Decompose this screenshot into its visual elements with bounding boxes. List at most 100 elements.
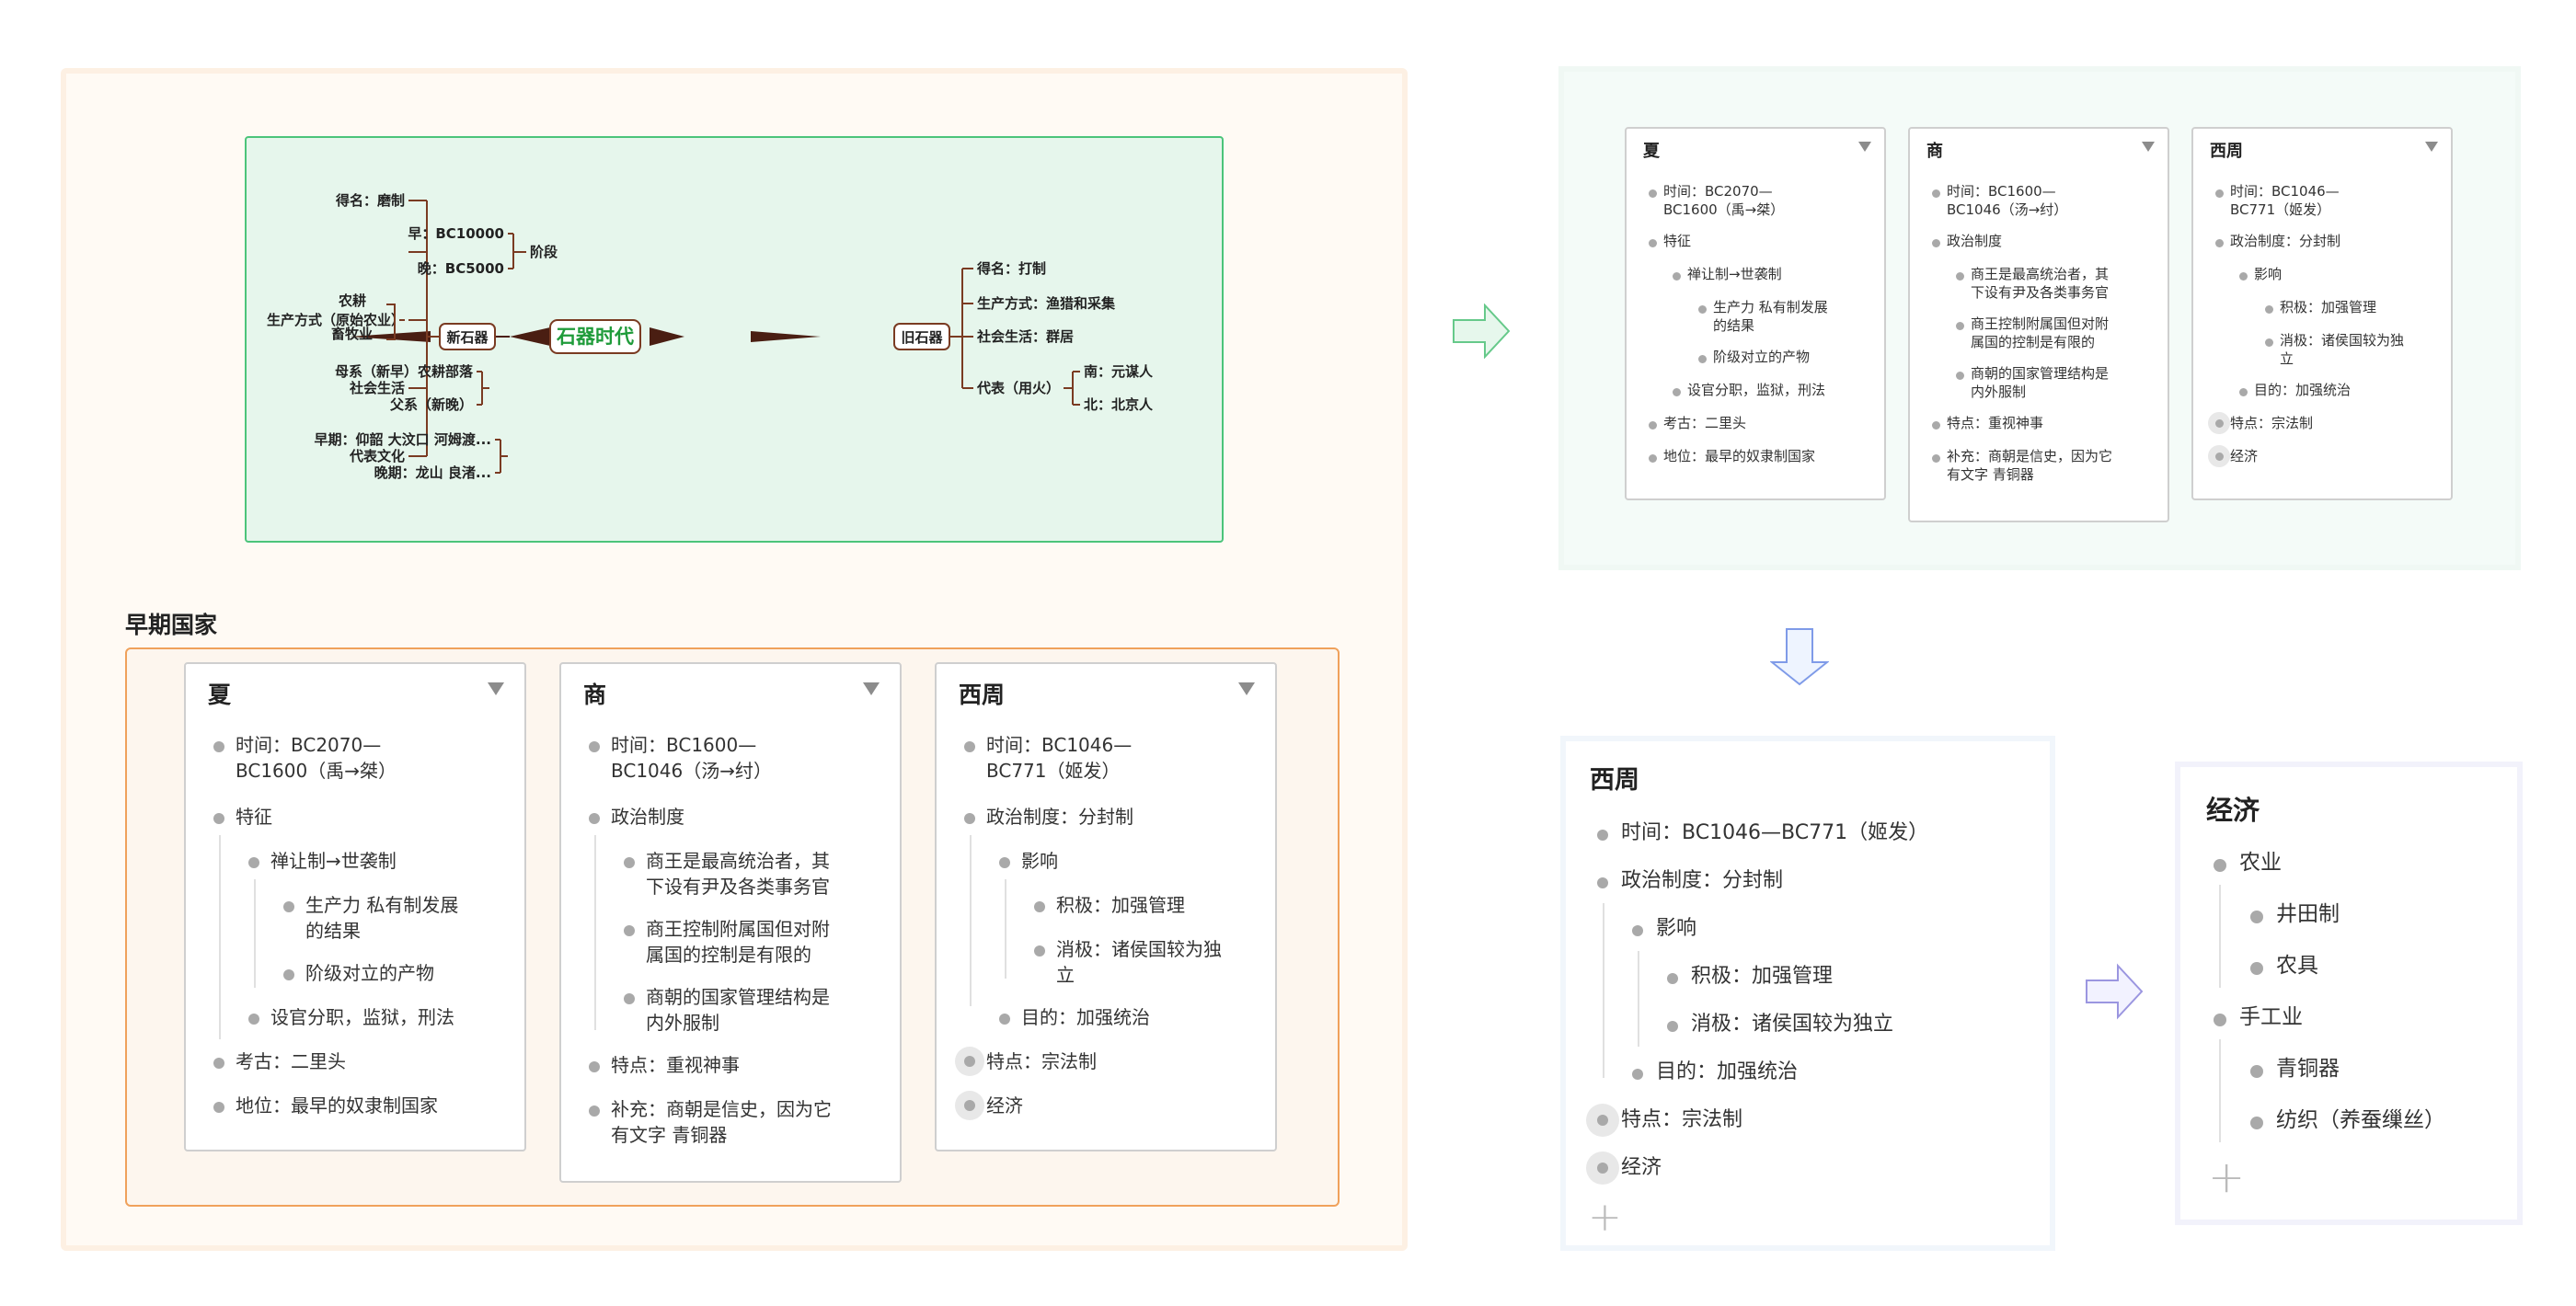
- mini-zhou-purpose: 目的：加强统治: [2254, 382, 2352, 398]
- shang-supp: 补充：商朝是信史，因为它: [611, 1098, 832, 1120]
- bullet-icon: [964, 741, 975, 752]
- left-matri: 母系（新早）农耕部落: [335, 363, 474, 380]
- shang-supp-2: 有文字 青铜器: [611, 1124, 728, 1146]
- mini-card-shang[interactable]: 商 时间：BC1600— BC1046（汤→纣） 政治制度 商王是最高统治者，其…: [1908, 127, 2169, 522]
- economy-well: 井田制: [2276, 902, 2340, 926]
- add-topic-plus-icon[interactable]: +: [2208, 1151, 2246, 1203]
- left-culture: 代表文化: [349, 448, 405, 464]
- mini-zhou-time-2: BC771（姬发）: [2230, 201, 2331, 218]
- card-shang[interactable]: 商 时间：BC1600— BC1046（汤→纣） 政治制度 商王是最高统治者，其…: [559, 662, 902, 1183]
- mini-xia-f1a-2: 的结果: [1713, 317, 1755, 334]
- zhou-feature: 特点：宗法制: [986, 1050, 1097, 1072]
- left-social: 社会生活: [349, 380, 405, 396]
- mini-shang-p3: 商朝的国家管理结构是: [1971, 365, 2110, 382]
- bullet-icon: [213, 813, 224, 824]
- mini-shang-time-2: BC1046（汤→纣）: [1947, 201, 2068, 218]
- left-stage: 阶段: [530, 244, 558, 260]
- bullet-icon: [624, 993, 635, 1004]
- economy-panel[interactable]: 经济 农业 井田制 农具 手工业 青铜器 纺织（养蚕缫丝） +: [2175, 762, 2523, 1225]
- center-left-spike: [350, 331, 431, 342]
- mini-xia-arch: 考古：二里头: [1663, 415, 1747, 431]
- shang-p2: 商王控制附属国但对附: [646, 918, 830, 940]
- mini-shang-politics: 政治制度: [1947, 233, 2003, 249]
- bullet-icon: [624, 857, 635, 868]
- bullet-icon: [213, 1058, 224, 1069]
- right-social: 社会生活：群居: [976, 328, 1074, 345]
- zhou-economy: 经济: [986, 1094, 1023, 1117]
- economy-textile: 纺织（养蚕缫丝）: [2276, 1108, 2445, 1132]
- bullet-icon: [589, 813, 600, 824]
- bullet-icon: [589, 741, 600, 752]
- mini-zhou-feature: 特点：宗法制: [2230, 415, 2314, 431]
- right-production: 生产方式：渔猎和采集: [977, 295, 1116, 312]
- card-xia[interactable]: 夏 时间：BC2070— BC1600（禹→桀） 特征 禅让制→世袭制 生产力 …: [184, 662, 526, 1151]
- xia-status: 地位：最早的奴隶制国家: [236, 1094, 438, 1117]
- arrow-down-blue-icon: [1770, 627, 1829, 686]
- bullet-icon: [1034, 945, 1045, 957]
- xia-arch: 考古：二里头: [236, 1050, 346, 1072]
- bullet-icon: [589, 1106, 600, 1117]
- mini-card-zhou[interactable]: 西周 时间：BC1046— BC771（姬发） 政治制度：分封制 影响 积极：加…: [2191, 127, 2453, 500]
- collapse-triangle-icon[interactable]: [2142, 142, 2155, 152]
- shang-p1-2: 下设有尹及各类事务官: [646, 876, 830, 898]
- card-shang-title: 商: [583, 682, 607, 708]
- mini-zhou-neg-2: 立: [2280, 350, 2294, 367]
- right-south: 南：元谋人: [1084, 363, 1154, 380]
- bullet-icon: [213, 741, 224, 752]
- left-production: 生产方式（原始农业）: [267, 312, 405, 328]
- collapse-triangle-icon[interactable]: [1858, 142, 1871, 152]
- center-node[interactable]: [549, 319, 641, 354]
- collapse-triangle-icon[interactable]: [2425, 142, 2438, 152]
- right-rep: 代表（用火）: [976, 380, 1060, 396]
- zhou-detail-economy: 经济: [1621, 1156, 1662, 1179]
- economy-title: 经济: [2206, 795, 2260, 826]
- shang-p3-2: 内外服制: [646, 1012, 719, 1034]
- arrow-right-green-icon: [1452, 304, 1511, 359]
- left-herding: 畜牧业: [331, 326, 374, 342]
- mini-card-zhou-title: 西周: [2210, 142, 2243, 161]
- collapse-triangle-icon[interactable]: [488, 682, 504, 695]
- mini-card-xia[interactable]: 夏 时间：BC2070— BC1600（禹→桀） 特征 禅让制→世袭制 生产力 …: [1625, 127, 1886, 500]
- card-zhou-title: 西周: [959, 682, 1006, 708]
- mini-shang-p3-2: 内外服制: [1971, 384, 2027, 400]
- shang-p3: 商朝的国家管理结构是: [646, 986, 830, 1008]
- center-right-spike: [751, 331, 821, 342]
- add-topic-plus-icon[interactable]: +: [1588, 1194, 1622, 1241]
- bullet-icon: [999, 857, 1010, 868]
- zhou-time-2: BC771（姬发）: [986, 760, 1121, 782]
- bullet-icon[interactable]: [964, 1100, 975, 1111]
- mini-shang-p1-2: 下设有尹及各类事务官: [1971, 284, 2110, 301]
- collapse-triangle-icon[interactable]: [1238, 682, 1255, 695]
- mini-zhou-pos: 积极：加强管理: [2280, 299, 2377, 315]
- production-bracket: [386, 304, 396, 340]
- card-zhou[interactable]: 西周 时间：BC1046— BC771（姬发） 政治制度：分封制 影响 积极：加…: [935, 662, 1277, 1151]
- collapse-triangle-icon[interactable]: [863, 682, 880, 695]
- zhou-detail-time: 时间：BC1046—BC771（姬发）: [1621, 821, 1929, 844]
- spike-to-right: [650, 327, 684, 346]
- arrow-right-purple-icon: [2085, 962, 2144, 1021]
- mini-shang-supp-2: 有文字 青铜器: [1947, 466, 2034, 483]
- bullet-icon: [213, 1102, 224, 1113]
- zhou-detail-influence: 影响: [1656, 917, 1697, 940]
- xia-f2: 设官分职，监狱，刑法: [270, 1006, 454, 1028]
- bullet-icon: [999, 1014, 1010, 1025]
- mini-zhou-influence: 影响: [2254, 266, 2283, 282]
- xia-f1a-2: 的结果: [305, 920, 361, 942]
- zhou-detail-pos: 积极：加强管理: [1691, 965, 1834, 988]
- zhou-detail-panel[interactable]: 西周 时间：BC1046—BC771（姬发） 政治制度：分封制 影响 积极：加强…: [1560, 736, 2055, 1251]
- bullet-icon[interactable]: [964, 1056, 975, 1067]
- left-culture-late: 晚期：龙山 良渚...: [374, 464, 491, 481]
- shang-p1: 商王是最高统治者，其: [646, 850, 830, 872]
- zhou-politics: 政治制度：分封制: [986, 806, 1133, 828]
- mini-zhou-time: 时间：BC1046—: [2230, 183, 2340, 200]
- mini-shang-p2-2: 属国的控制是有限的: [1971, 334, 2096, 350]
- bullet-icon: [248, 857, 259, 868]
- shang-p2-2: 属国的控制是有限的: [646, 944, 811, 966]
- mini-xia-time: 时间：BC2070—: [1663, 183, 1773, 200]
- shang-feature: 特点：重视神事: [611, 1054, 740, 1076]
- zhou-detail-feature: 特点：宗法制: [1621, 1108, 1743, 1131]
- mini-xia-f2: 设官分职，监狱，刑法: [1687, 382, 1826, 398]
- shang-time: 时间：BC1600—: [611, 734, 757, 756]
- bullet-icon: [1034, 901, 1045, 912]
- xia-f1a: 生产力 私有制发展: [305, 894, 459, 916]
